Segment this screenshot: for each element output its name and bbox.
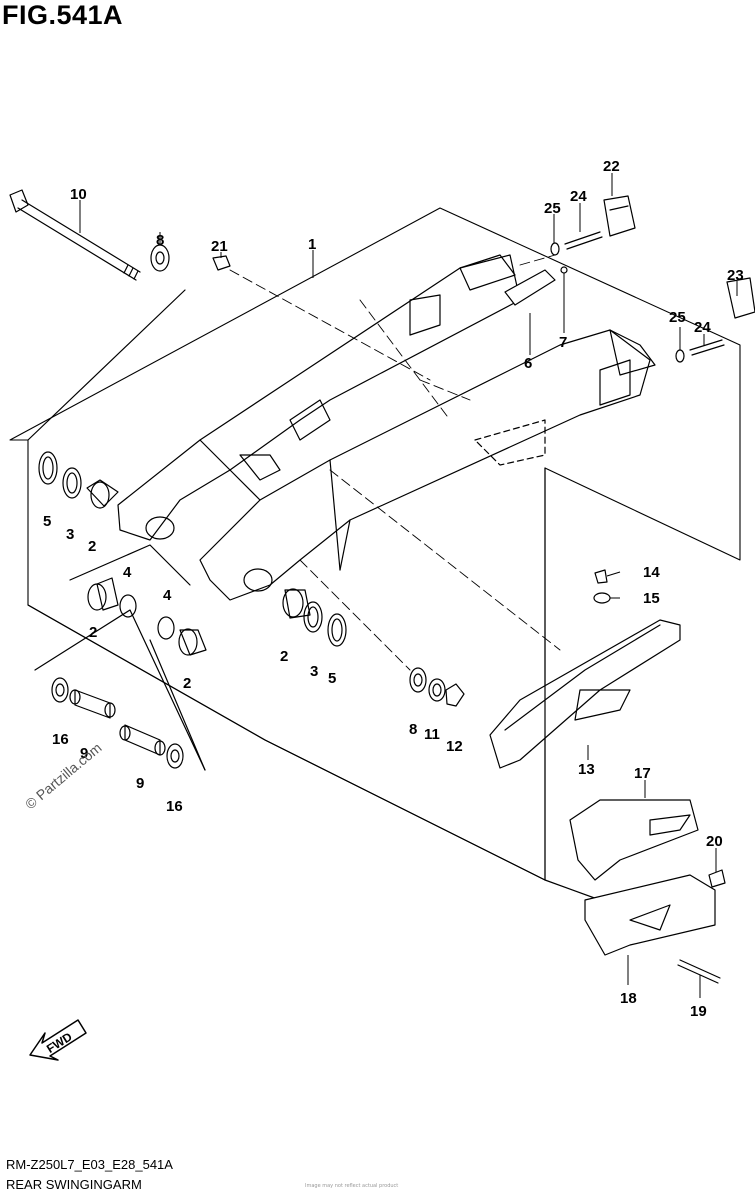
callout: 1	[308, 236, 316, 253]
callout: 14	[643, 564, 660, 581]
callout: 4	[163, 587, 172, 604]
callout: 17	[634, 765, 651, 782]
callout: 2	[88, 538, 96, 555]
callout: 24	[570, 188, 587, 205]
callout: 16	[166, 798, 183, 815]
callout: 21	[211, 238, 228, 255]
callout: 6	[524, 355, 532, 372]
pivot-axle-bolt	[9, 189, 141, 281]
figure-title: FIG.541A	[2, 0, 124, 30]
callout: 4	[123, 564, 132, 581]
callout: 24	[694, 319, 711, 336]
callout: 15	[643, 590, 660, 607]
callout: 2	[183, 675, 191, 692]
callout: 9	[80, 745, 88, 762]
callout: 16	[52, 731, 69, 748]
callout: 19	[690, 1003, 707, 1020]
callout: 11	[424, 726, 440, 743]
callout: 10	[70, 186, 87, 203]
callout: 3	[310, 663, 318, 680]
fine-print: Image may not reflect actual product	[305, 1183, 399, 1189]
fwd-arrow	[29, 1019, 87, 1061]
diagram-caption: REAR SWINGINGARM	[6, 1177, 142, 1192]
callout: 2	[280, 648, 288, 665]
callout: 12	[446, 738, 463, 755]
callout: 25	[669, 309, 686, 326]
callout: 9	[136, 775, 144, 792]
swingarm-body	[117, 254, 656, 601]
callout: 7	[559, 334, 567, 351]
callout: 8	[409, 721, 417, 738]
assembly-outline	[9, 207, 741, 881]
chain-guide	[569, 799, 716, 956]
callout: 20	[706, 833, 723, 850]
callout: 5	[43, 513, 51, 530]
diagram-code: RM-Z250L7_E03_E28_541A	[6, 1157, 173, 1172]
callout: 8	[156, 232, 164, 249]
callout: 22	[603, 158, 620, 175]
callout: 5	[328, 670, 336, 687]
chain-slider	[489, 619, 681, 769]
callout: 2	[89, 624, 97, 641]
callout: 23	[727, 267, 744, 284]
callout: 18	[620, 990, 637, 1007]
callout: 25	[544, 200, 561, 217]
callout: 13	[578, 761, 595, 778]
callout-labels: 1 2 2 2 2 3 3 4 4 5 5 6 7 8 8 9 9 10 11 …	[43, 158, 744, 1020]
callout: 3	[66, 526, 74, 543]
assembly-outline-lower	[27, 604, 601, 901]
